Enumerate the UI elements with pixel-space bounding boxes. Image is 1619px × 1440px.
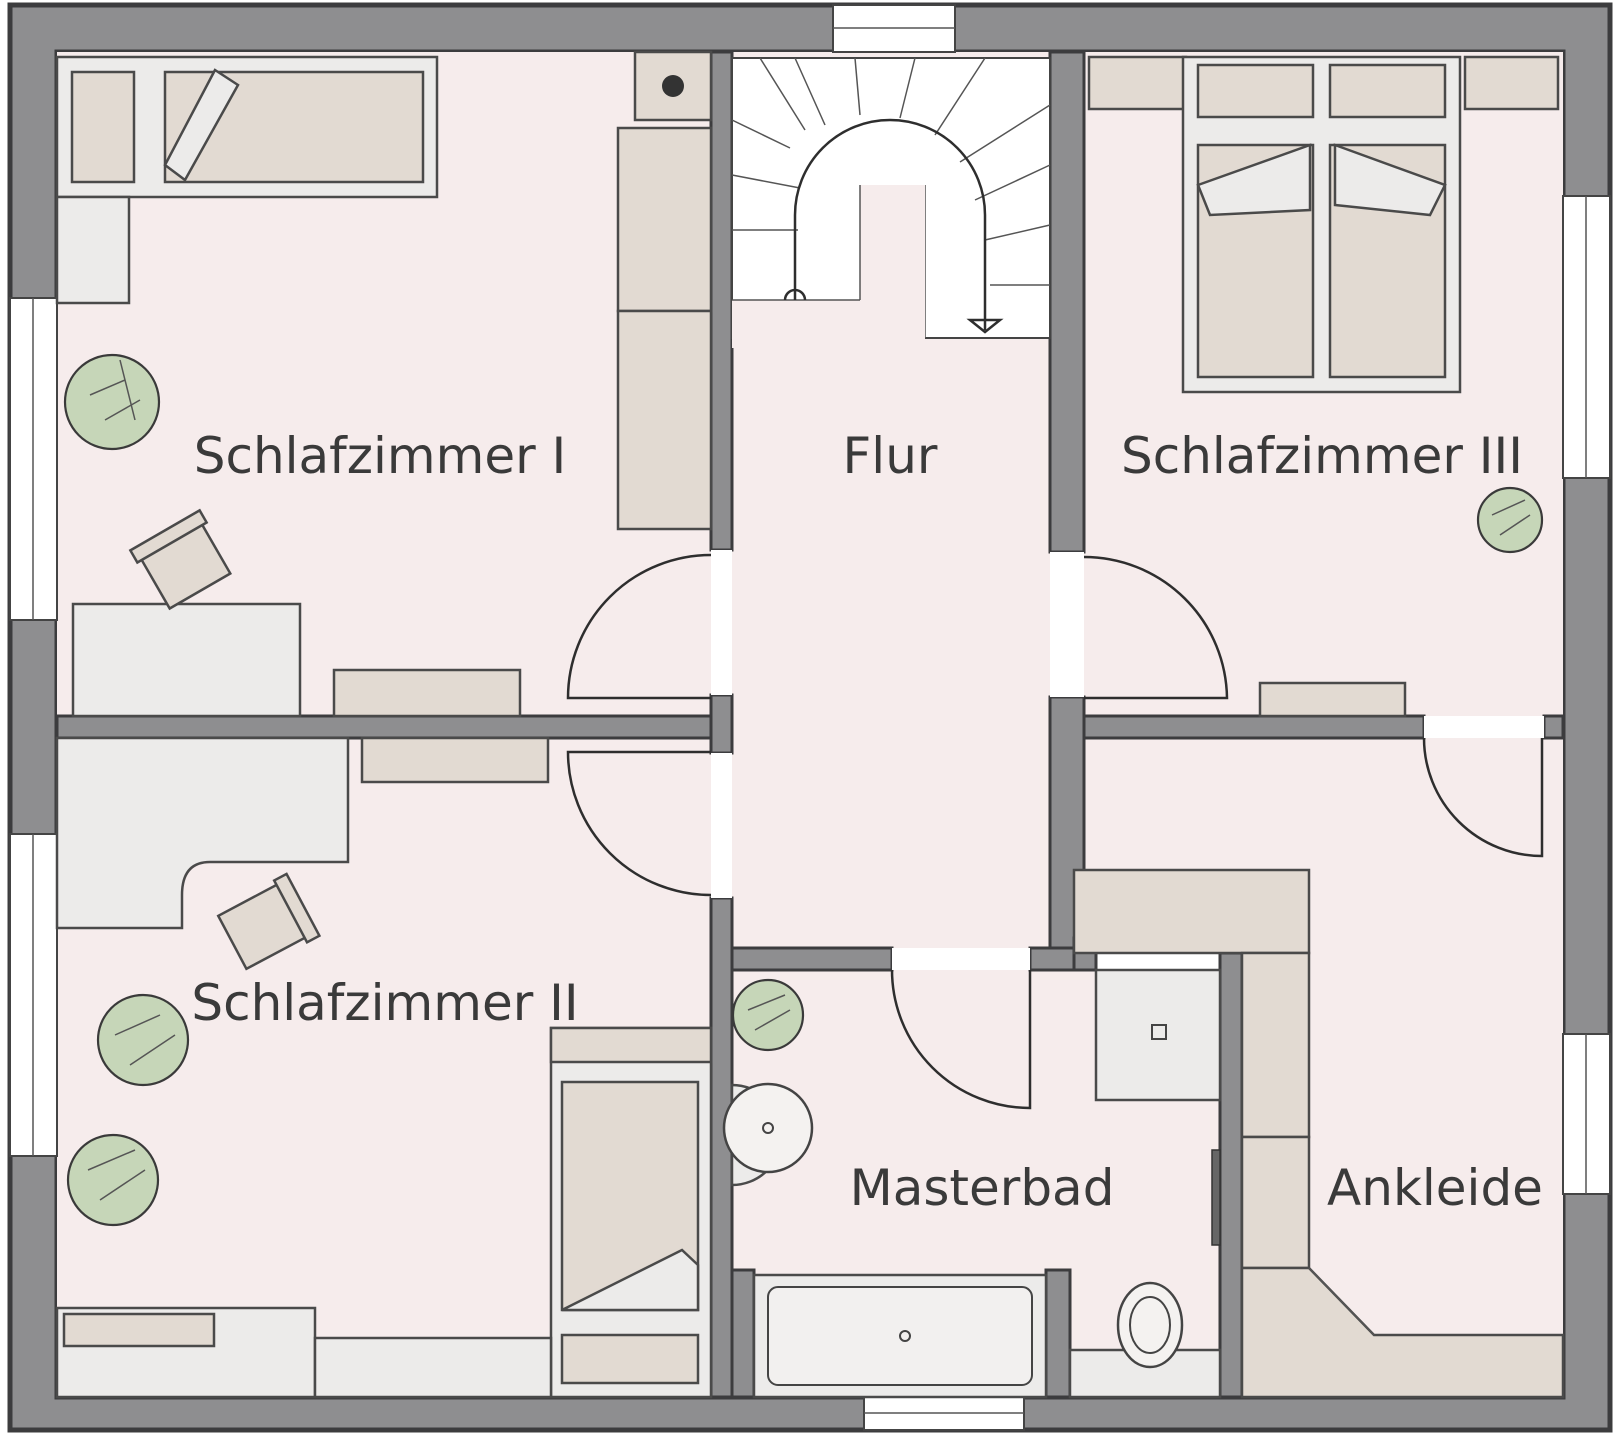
room-label-flur: Flur [843, 427, 938, 485]
sink-icon [722, 1082, 814, 1187]
room-labels: Schlafzimmer I Flur Schlafzimmer III Sch… [191, 427, 1543, 1217]
shower-icon [1094, 968, 1222, 1102]
stair-arrow-icon [966, 318, 1004, 334]
staircase [731, 57, 1051, 348]
furniture-ankleide [1072, 868, 1565, 1399]
room-label-schlafzimmer-1: Schlafzimmer I [194, 427, 567, 485]
doors [566, 550, 1544, 1110]
toilet-icon [1068, 1281, 1222, 1399]
room-label-ankleide: Ankleide [1327, 1159, 1543, 1217]
furniture-schlafzimmer-2 [55, 736, 713, 1399]
windows [9, 4, 1611, 1431]
door-swing-icon [566, 553, 712, 700]
furniture-schlafzimmer-3 [1087, 55, 1560, 718]
chair-icon [128, 508, 233, 611]
room-label-masterbad: Masterbad [850, 1159, 1115, 1217]
plant-icon [1476, 486, 1544, 554]
fixtures-masterbad [722, 968, 1222, 1399]
interior-walls [55, 50, 1565, 1399]
plant-icon [96, 993, 190, 1087]
plant-icon [66, 1133, 160, 1227]
bathtub-icon [752, 1273, 1048, 1399]
plant-icon [731, 978, 805, 1052]
room-label-schlafzimmer-3: Schlafzimmer III [1121, 427, 1523, 485]
plant-icon [63, 353, 161, 451]
chair-icon [216, 872, 322, 971]
room-label-schlafzimmer-2: Schlafzimmer II [191, 974, 578, 1032]
furniture-schlafzimmer-1 [55, 50, 713, 718]
